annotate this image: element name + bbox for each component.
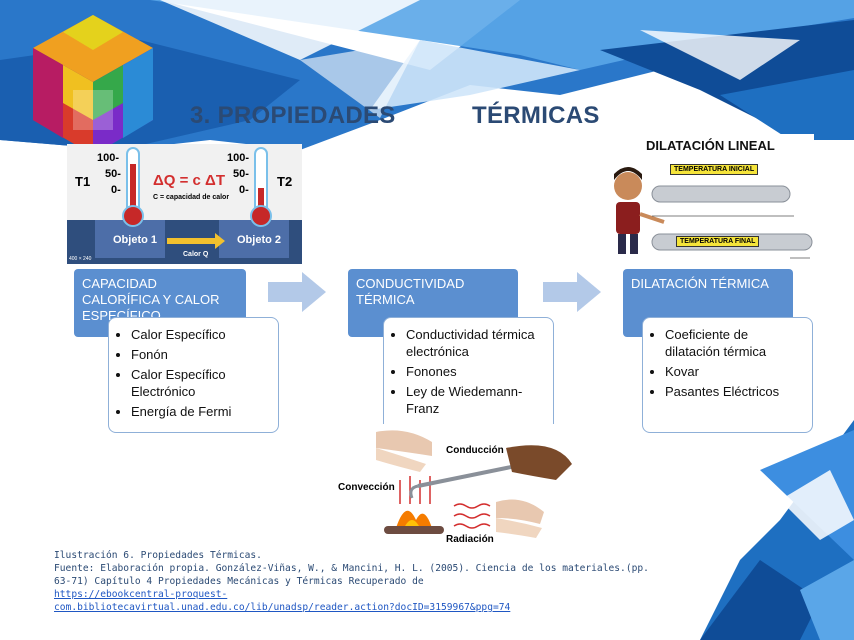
arrow-right-icon <box>268 272 326 312</box>
caption-line-3: 63-71) Capítulo 4 Propiedades Mecánicas … <box>54 576 424 587</box>
source-link-part-2[interactable]: com.bibliotecavirtual.unad.edu.co/lib/un… <box>54 602 511 613</box>
scale-0-left: 0- <box>111 184 121 196</box>
object-1-label: Objeto 1 <box>113 234 158 246</box>
heat-capacity-figure: T1 T2 100- 50- 0- 100- 50- 0- ΔQ = c ΔT … <box>67 144 302 264</box>
panel-dilatacion-termica: Coeficiente de dilatación térmica Kovar … <box>642 317 813 433</box>
arrow-right-icon <box>543 272 601 312</box>
radiation-label: Radiación <box>446 534 494 545</box>
object-2-label: Objeto 2 <box>237 234 282 246</box>
list-item: Kovar <box>665 363 804 380</box>
convection-label: Convección <box>338 482 395 493</box>
dilatacion-title: DILATACIÓN LINEAL <box>646 138 775 153</box>
heat-q-label: Calor Q <box>183 251 209 258</box>
source-link-part-1[interactable]: https://ebookcentral-proquest- <box>54 589 228 600</box>
t1-label: T1 <box>75 174 91 189</box>
panel-capacidad-calorifica: Calor Específico Fonón Calor Específico … <box>108 317 279 433</box>
temp-final-label: TEMPERATURA FINAL <box>676 236 760 247</box>
title-part-2: TÉRMICAS <box>472 102 600 129</box>
conduction-label: Conducción <box>446 445 504 456</box>
scale-0-right: 0- <box>239 184 249 196</box>
panel-conductividad-termica: Conductividad térmica electrónica Fonone… <box>383 317 554 433</box>
scale-50-left: 50- <box>105 168 121 180</box>
list-item: Coeficiente de dilatación térmica <box>665 326 804 360</box>
figure-caption: Ilustración 6. Propiedades Térmicas. Fuen… <box>54 549 649 614</box>
list-item: Calor Específico Electrónico <box>131 366 270 400</box>
list-item: Calor Específico <box>131 326 270 343</box>
dilatacion-figure: DILATACIÓN LINEAL TEMPERATURA INICIAL TE… <box>604 134 814 262</box>
title-part-1: 3. PROPIEDADES <box>190 102 396 129</box>
scale-50-right: 50- <box>233 168 249 180</box>
list-item: Fonones <box>406 363 545 380</box>
list-item: Energía de Fermi <box>131 403 270 420</box>
formula: ΔQ = c ΔT <box>153 172 225 189</box>
t2-label: T2 <box>277 174 293 189</box>
heat-transfer-figure: Conducción Convección Radiación <box>336 424 576 548</box>
scale-100-left: 100- <box>97 152 120 164</box>
list-item: Fonón <box>131 346 270 363</box>
caption-line-2: Fuente: Elaboración propia. González-Viñ… <box>54 563 649 574</box>
list-item: Ley de Wiedemann-Franz <box>406 383 545 417</box>
list-item: Pasantes Eléctricos <box>665 383 804 400</box>
temp-initial-label: TEMPERATURA INICIAL <box>670 164 759 175</box>
scale-100-right: 100- <box>227 152 250 164</box>
logo-cube <box>33 15 153 155</box>
figure-corner-note: 400 × 240 <box>69 256 92 262</box>
caption-line-1: Ilustración 6. Propiedades Térmicas. <box>54 550 262 561</box>
formula-note: C = capacidad de calor <box>153 194 230 201</box>
list-item: Conductividad térmica electrónica <box>406 326 545 360</box>
